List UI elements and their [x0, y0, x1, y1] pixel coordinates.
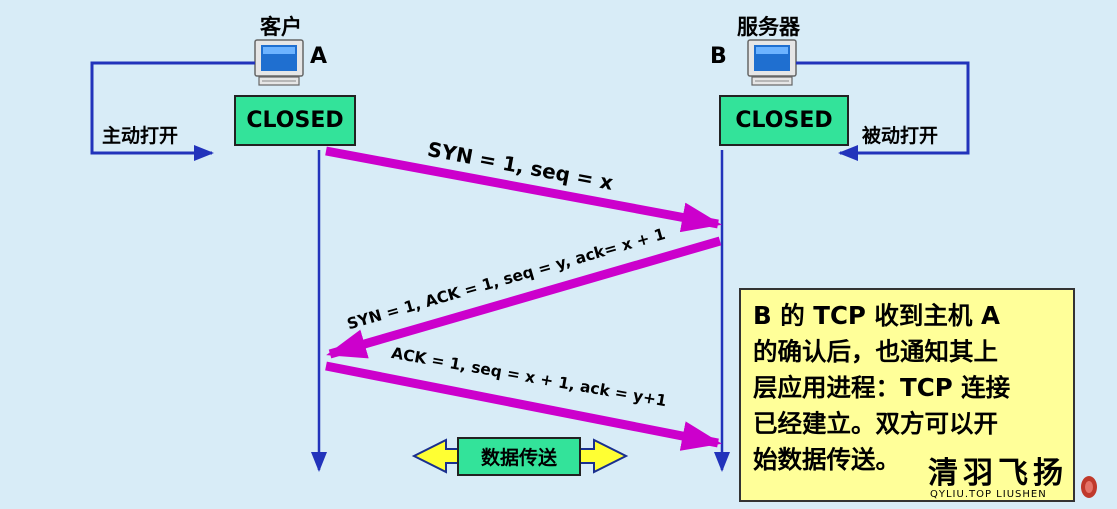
watermark-subtext: QYLIU.TOP LIUSHEN [930, 489, 1047, 500]
watermark-seal-icon [1081, 476, 1097, 498]
watermark-text: 清羽飞扬 [928, 456, 1068, 491]
client-title: 客户 [260, 15, 302, 39]
ack-arrow [325, 361, 722, 451]
note-line: 已经建立。双方可以开 [753, 409, 998, 438]
client-computer-icon [254, 39, 304, 86]
server-letter: B [710, 44, 727, 69]
server-computer-icon [747, 39, 797, 86]
server-state-box: CLOSED [719, 95, 849, 146]
data-transfer-label: 数据传送 [457, 437, 581, 476]
client-open-label: 主动打开 [102, 125, 179, 147]
server-title: 服务器 [737, 15, 800, 39]
client-open-path [90, 61, 255, 161]
note-line: 层应用进程：TCP 连接 [753, 373, 1011, 402]
syn-arrow [325, 146, 722, 233]
note-box: B 的 TCP 收到主机 A 的确认后，也通知其上 层应用进程：TCP 连接 已… [739, 288, 1075, 502]
server-open-path [796, 61, 970, 161]
note-line: 的确认后，也通知其上 [753, 337, 998, 366]
server-open-label: 被动打开 [862, 125, 939, 147]
client-state-box: CLOSED [234, 95, 356, 146]
syn-ack-arrow [326, 236, 722, 359]
note-line: B 的 TCP 收到主机 A [753, 301, 1000, 330]
client-letter: A [310, 44, 328, 69]
note-line: 始数据传送。 [753, 445, 900, 474]
